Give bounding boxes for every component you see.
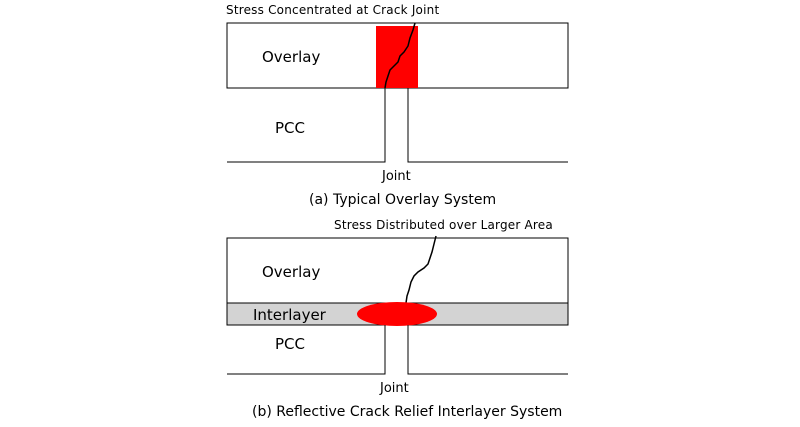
panel-b-interlayer-label: Interlayer	[253, 306, 327, 324]
panel-a-pcc-left-slab	[227, 88, 386, 163]
panel-b-crack	[405, 235, 437, 304]
panel-a-annotation: Stress Concentrated at Crack Joint	[226, 3, 439, 17]
panel-a: Stress Concentrated at Crack Joint Overl…	[226, 3, 569, 208]
panel-a-overlay-label: Overlay	[262, 48, 320, 66]
panel-b-pcc-label: PCC	[275, 335, 305, 353]
panel-a-crack	[384, 22, 416, 89]
panel-a-joint-label: Joint	[381, 169, 411, 184]
panel-b-pcc-left-slab	[227, 325, 386, 375]
panel-b-overlay-label: Overlay	[262, 263, 320, 281]
panel-b-pcc-right-slab	[407, 325, 568, 375]
panel-b-joint-label: Joint	[379, 381, 409, 396]
panel-a-pcc-right-slab	[407, 88, 568, 163]
panel-b-annotation: Stress Distributed over Larger Area	[334, 218, 553, 232]
panel-a-pcc-label: PCC	[275, 119, 305, 137]
panel-b: Stress Distributed over Larger Area Over…	[226, 218, 569, 420]
panel-b-caption: (b) Reflective Crack Relief Interlayer S…	[252, 404, 562, 420]
panel-a-caption: (a) Typical Overlay System	[309, 192, 496, 208]
panel-b-stress-zone	[357, 302, 437, 326]
